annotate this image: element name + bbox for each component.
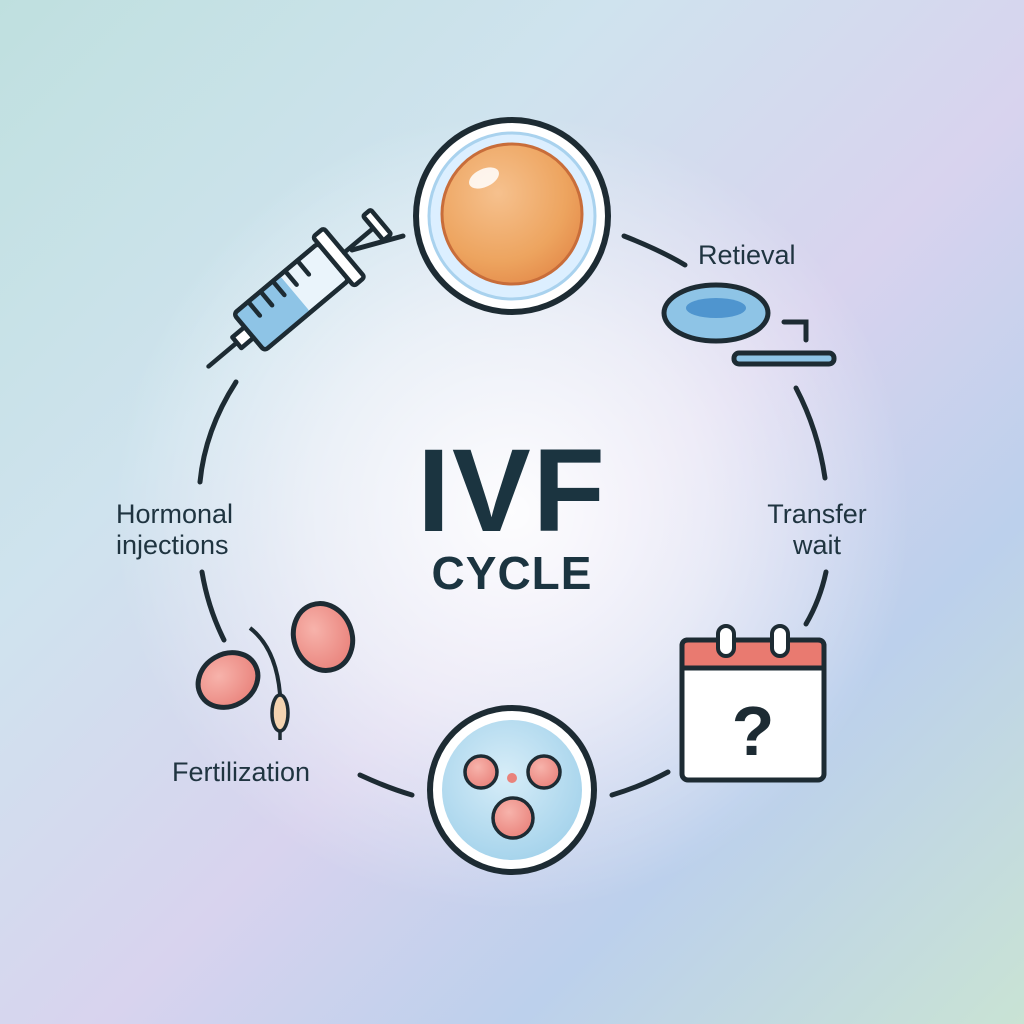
eggs-and-sperm-icon xyxy=(195,601,356,740)
stage-label-line: Hormonal xyxy=(116,499,234,529)
diagram-title: IVF xyxy=(417,425,607,557)
stage-label-retrieval: Retieval xyxy=(698,240,796,270)
syringe-icon xyxy=(206,208,393,369)
calendar-question-mark: ? xyxy=(732,692,775,770)
arc-bottom-left xyxy=(357,772,415,798)
arc-left-lower xyxy=(199,569,227,643)
cycle-path xyxy=(197,233,829,798)
arc-right-upper xyxy=(793,385,828,481)
stage-label-fertilization: Fertilization xyxy=(172,757,311,787)
arc-bottom-right xyxy=(609,769,671,798)
arc-top-right xyxy=(621,233,688,268)
stage-label-transfer-wait: Transfer wait xyxy=(752,499,882,561)
embryo-dish-icon xyxy=(427,705,597,875)
calendar-question-icon: ? xyxy=(679,624,827,783)
petri-dish-icon xyxy=(661,282,837,367)
stage-label-line: Transfer xyxy=(767,499,867,529)
arc-left-upper xyxy=(197,379,239,485)
arc-right-lower xyxy=(803,569,829,627)
diagram-subtitle: CYCLE xyxy=(431,547,593,599)
stage-label-hormonal-injections: Hormonal injections xyxy=(116,499,233,561)
arc-top-left xyxy=(349,233,406,253)
stage-label-line: injections xyxy=(116,530,229,560)
stage-label-line: wait xyxy=(792,530,841,560)
egg-cell-icon xyxy=(413,117,611,315)
